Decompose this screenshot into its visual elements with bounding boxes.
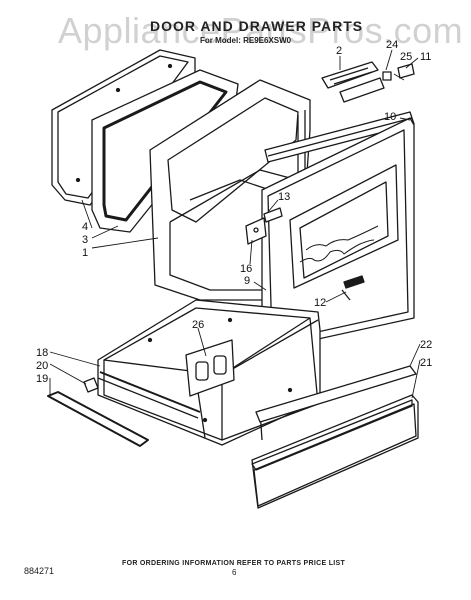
leader-lines [49,49,421,399]
callout-24: 24 [386,39,398,51]
callout-11: 11 [420,51,431,63]
callout-2: 2 [336,45,342,57]
callout-19: 19 [36,373,48,385]
part-26-divider [185,339,235,397]
callout-4: 4 [82,221,88,233]
part-19-strip [47,391,149,447]
part-20-clip [83,377,99,393]
ordering-info-note: FOR ORDERING INFORMATION REFER TO PARTS … [122,560,346,567]
callout-20: 20 [36,360,48,372]
watermark: AppliancePartsPros.com [58,10,464,51]
callout-18: 18 [36,347,48,359]
callout-16: 16 [240,263,252,275]
part-2-vent [321,61,379,89]
part-18-rail [97,371,201,419]
callout-21: 21 [420,357,432,369]
callout-numbers: 2 24 25 11 10 13 4 3 1 16 9 12 26 18 20 … [36,39,432,385]
callout-3: 3 [82,234,88,246]
callout-1: 1 [82,247,88,259]
model-subtitle: For Model: RE9E6XSW0 [200,36,292,45]
part-21-drawer-front [251,394,419,509]
callout-26: 26 [192,319,204,331]
part-9-outer-door [261,117,415,351]
part-22-trim [255,365,417,423]
page-number: 6 [232,568,237,577]
part-16-bracket [245,207,283,245]
parts-24-25-11-hardware [339,63,415,103]
diagram-title: DOOR AND DRAWER PARTS [150,18,364,34]
callout-10: 10 [384,111,396,123]
callout-25: 25 [400,51,412,63]
callout-9: 9 [244,275,250,287]
document-number: 884271 [24,566,55,576]
callout-13: 13 [278,191,290,203]
callout-12: 12 [314,297,326,309]
callout-22: 22 [420,339,432,351]
